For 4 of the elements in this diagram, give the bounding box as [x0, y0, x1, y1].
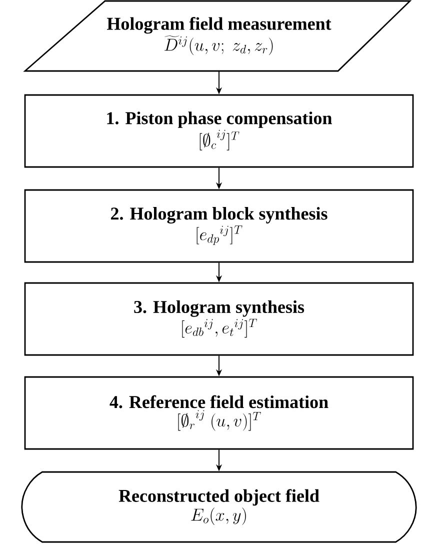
process-box: 1. Piston phase compensation $[{\emptyset_c}^{ij}]^T$	[24, 94, 414, 168]
process-box: 3. Hologram synthesis $[{e_{db}}^{ij},{e_t}^{ij}]^T$	[24, 282, 414, 356]
process-box: 4. Reference field estimation $[{\emptyset_r}^{ij}\ (u,v)]^T$	[24, 376, 414, 450]
process-box: 2. Hologram block synthesis $[{e_{dp}}^{ij}]^T$	[24, 189, 414, 263]
